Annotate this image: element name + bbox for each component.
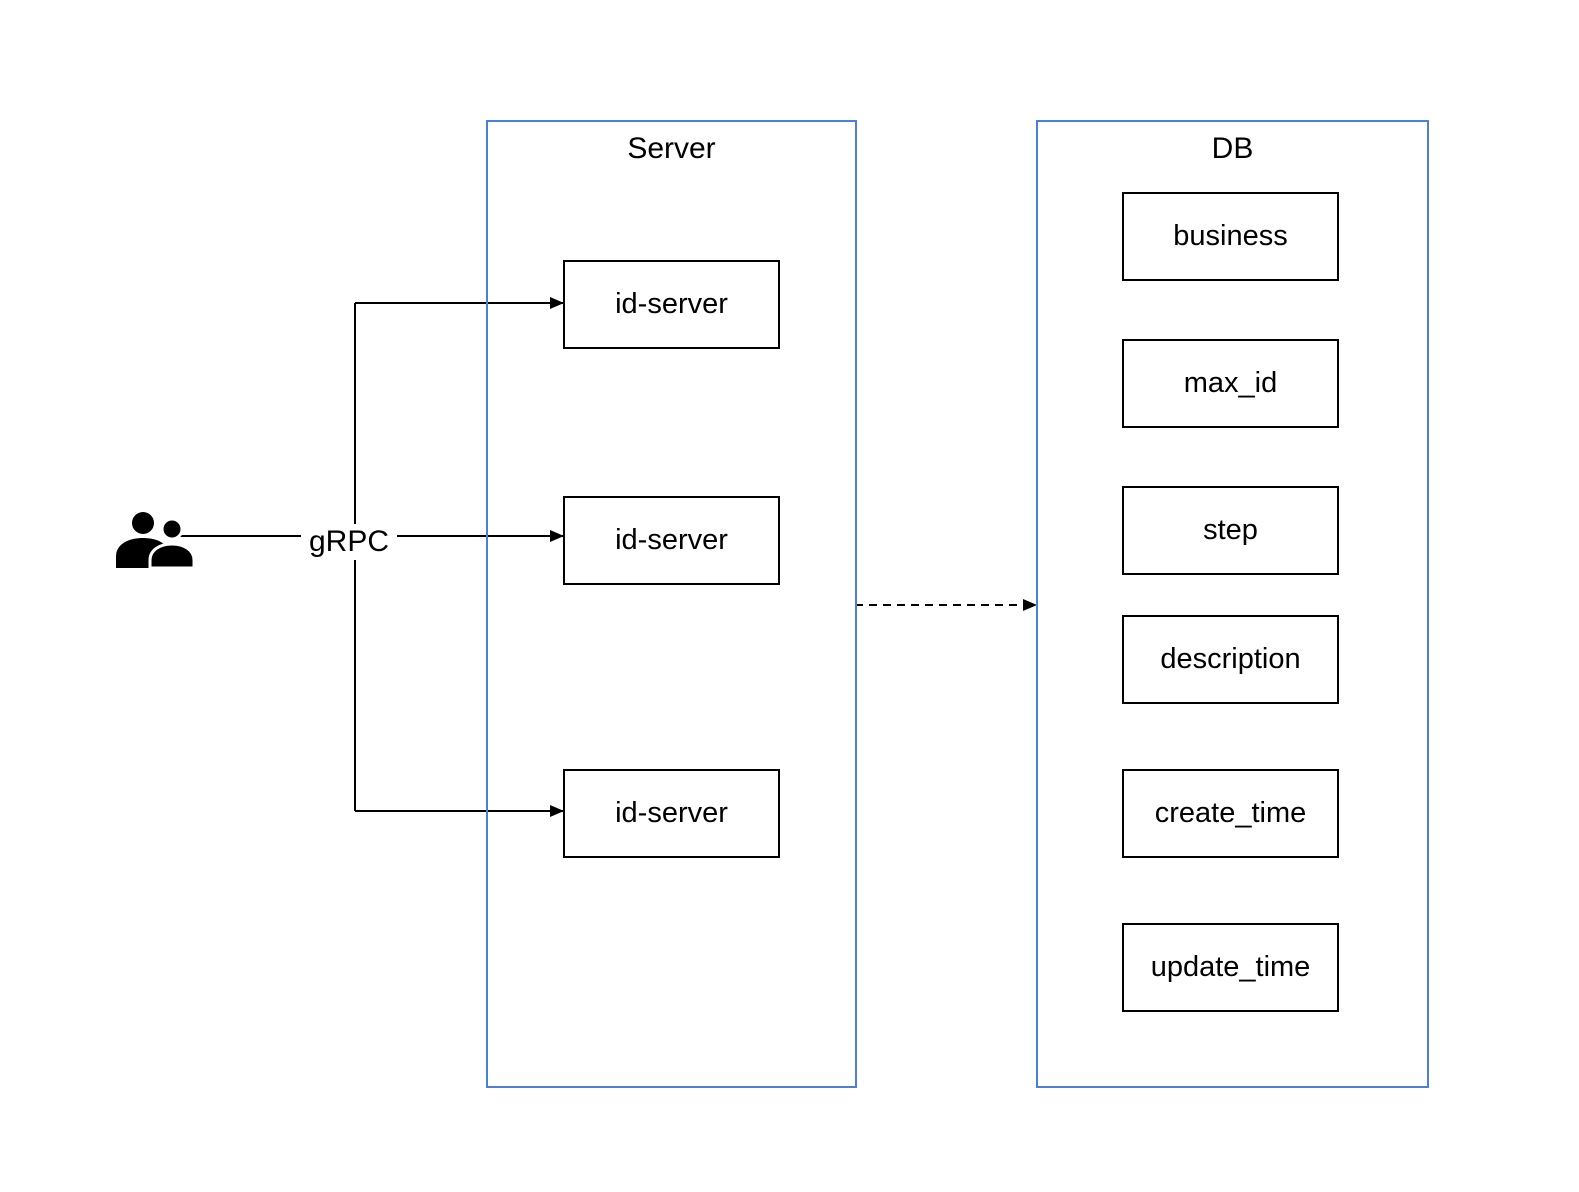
db-container: DB <box>1036 120 1429 1088</box>
db-field-business: business <box>1122 192 1339 281</box>
id-server-node: id-server <box>563 260 780 349</box>
grpc-label: gRPC <box>301 524 398 560</box>
db-field-step: step <box>1122 486 1339 575</box>
db-field-max-id: max_id <box>1122 339 1339 428</box>
server-container: Server <box>486 120 857 1088</box>
db-field-update-time: update_time <box>1122 923 1339 1012</box>
db-title: DB <box>1211 132 1254 165</box>
db-field-create-time: create_time <box>1122 769 1339 858</box>
users-icon <box>116 512 196 570</box>
db-field-description: description <box>1122 615 1339 704</box>
id-server-node: id-server <box>563 496 780 585</box>
id-server-node: id-server <box>563 769 780 858</box>
server-title: Server <box>627 132 716 165</box>
